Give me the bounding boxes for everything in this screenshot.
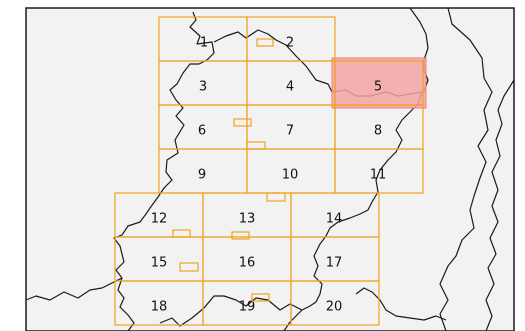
tile-19-label: 19 xyxy=(239,300,256,315)
tile-9-label: 9 xyxy=(198,168,206,183)
map-frame xyxy=(25,7,515,331)
tile-14-label: 14 xyxy=(326,212,343,227)
tile-16-label: 16 xyxy=(239,256,256,271)
tile-8-label: 8 xyxy=(374,124,382,139)
tile-12-label: 12 xyxy=(151,212,168,227)
feature-marker xyxy=(266,192,286,202)
tile-17-label: 17 xyxy=(326,256,343,271)
feature-marker xyxy=(179,262,199,272)
region-border-east-lower xyxy=(439,7,493,331)
region-border-east-upper xyxy=(283,91,423,331)
region-border-south xyxy=(25,277,123,301)
feature-markers xyxy=(172,38,286,302)
tile-5-label: 5 xyxy=(374,80,382,95)
map-background xyxy=(26,8,514,331)
tile-10-label: 10 xyxy=(282,168,299,183)
feature-marker xyxy=(231,231,250,240)
tile-20[interactable] xyxy=(290,280,380,326)
tile-4-label: 4 xyxy=(286,80,294,95)
tile-1-label: 1 xyxy=(200,36,208,51)
tile-15-label: 15 xyxy=(151,256,168,271)
region-border-northeast xyxy=(409,7,429,93)
region-border-southeast xyxy=(355,287,447,321)
feature-marker xyxy=(256,38,274,47)
feature-marker xyxy=(251,293,270,302)
tile-2-label: 2 xyxy=(286,36,294,51)
feature-marker xyxy=(233,118,252,127)
feature-marker xyxy=(246,141,266,150)
tile-5-highlight xyxy=(331,57,427,109)
tile-11-label: 11 xyxy=(370,168,387,183)
border-lines xyxy=(25,7,515,331)
tile-7-label: 7 xyxy=(286,124,294,139)
tile-6-label: 6 xyxy=(198,124,206,139)
region-border-far-east xyxy=(485,79,515,331)
tile-3-label: 3 xyxy=(199,80,207,95)
feature-marker xyxy=(172,229,191,238)
tile-13-label: 13 xyxy=(239,212,256,227)
tile-20-label: 20 xyxy=(326,300,343,315)
region-border-main xyxy=(113,11,215,331)
tile-18-label: 18 xyxy=(151,300,168,315)
